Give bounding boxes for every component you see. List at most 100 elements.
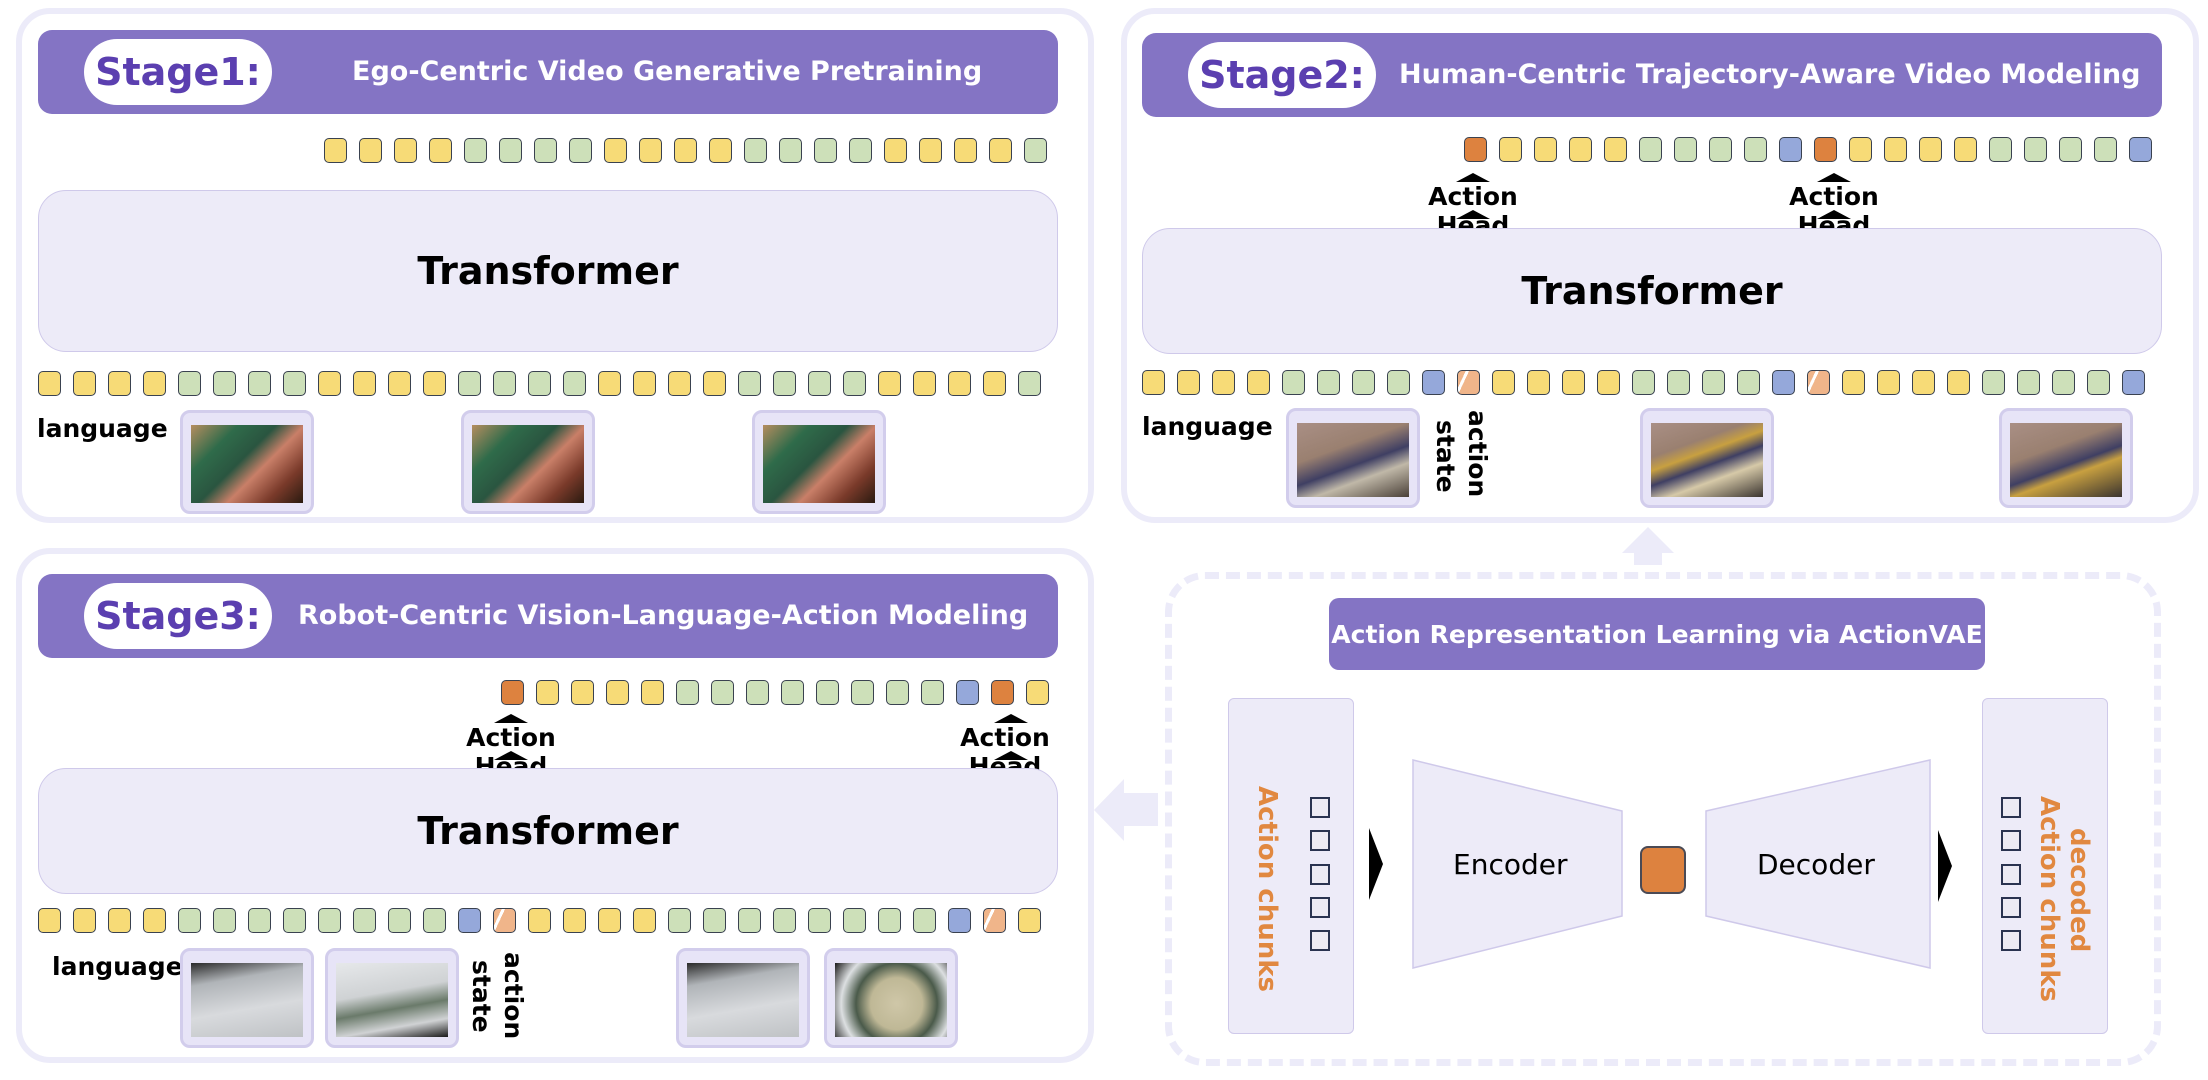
video-token-green — [816, 680, 839, 705]
stage3-state-label: state — [467, 960, 496, 1033]
video-token-green — [913, 908, 936, 933]
video-token-yellow — [571, 680, 594, 705]
action-chunk-square-icon — [1310, 930, 1330, 951]
action-output-token — [1464, 137, 1487, 162]
action-query-token — [983, 908, 1006, 933]
video-token-green — [711, 680, 734, 705]
video-token-yellow — [668, 371, 691, 396]
video-token-yellow — [73, 908, 96, 933]
state-token — [1779, 137, 1802, 162]
video-token-green — [1352, 370, 1375, 395]
video-token-yellow — [983, 371, 1006, 396]
video-token-green — [2059, 137, 2082, 162]
video-token-green — [528, 371, 551, 396]
video-token-yellow — [1142, 370, 1165, 395]
ego-hands-image — [191, 425, 303, 503]
arrow-up-icon — [1456, 173, 1490, 182]
video-token-green — [843, 371, 866, 396]
video-token-green — [1317, 370, 1340, 395]
video-token-green — [921, 680, 944, 705]
stage3-frame-1 — [180, 948, 314, 1048]
video-token-yellow — [1884, 137, 1907, 162]
stage2-state-label: state — [1431, 420, 1460, 493]
video-token-yellow — [388, 371, 411, 396]
video-token-yellow — [1842, 370, 1865, 395]
stage2-input-tokens — [1142, 370, 2145, 395]
video-token-green — [1702, 370, 1725, 395]
video-token-green — [213, 908, 236, 933]
video-token-green — [2094, 137, 2117, 162]
video-token-green — [353, 908, 376, 933]
video-token-green — [808, 371, 831, 396]
state-token — [2122, 370, 2145, 395]
video-token-yellow — [709, 138, 732, 163]
ego-hands-image — [763, 425, 875, 503]
video-token-green — [1639, 137, 1662, 162]
latent-token — [1640, 846, 1686, 894]
stage3-header: Stage3: Robot-Centric Vision-Language-Ac… — [38, 574, 1058, 658]
encoder-label: Encoder — [1453, 848, 1568, 881]
action-chunk-square-icon — [1310, 797, 1330, 818]
decoded-chunk-square-icon — [2001, 830, 2021, 851]
stage3-frame-3 — [676, 948, 810, 1048]
video-token-yellow — [913, 371, 936, 396]
video-token-yellow — [606, 680, 629, 705]
actionvae-panel — [1165, 572, 2161, 1066]
stage1-input-tokens — [38, 371, 1041, 396]
stage1-pill: Stage1: — [84, 39, 272, 105]
decoded-label: decoded — [2064, 828, 2094, 953]
video-token-green — [878, 908, 901, 933]
video-token-yellow — [324, 138, 347, 163]
video-token-green — [464, 138, 487, 163]
action-output-token — [501, 680, 524, 705]
stage2-output-tokens — [1464, 137, 2152, 162]
arrow-up-icon — [494, 714, 528, 723]
stage2-pill: Stage2: — [1188, 42, 1376, 108]
video-token-yellow — [359, 138, 382, 163]
video-token-yellow — [1026, 680, 1049, 705]
human-drawing-image — [2010, 423, 2122, 497]
video-token-yellow — [633, 371, 656, 396]
decoded-action-chunks-column — [1982, 698, 2108, 1034]
video-token-green — [1018, 371, 1041, 396]
video-token-yellow — [1212, 370, 1235, 395]
stage3-pill: Stage3: — [84, 583, 272, 649]
video-token-yellow — [919, 138, 942, 163]
arrow-right-icon — [1369, 828, 1383, 900]
video-token-yellow — [353, 371, 376, 396]
arrow-up-icon — [494, 751, 528, 760]
arrow-up-icon — [1456, 210, 1490, 219]
action-output-token — [1814, 137, 1837, 162]
video-token-green — [738, 371, 761, 396]
video-token-green — [668, 908, 691, 933]
video-token-green — [703, 908, 726, 933]
video-token-green — [779, 138, 802, 163]
video-token-green — [563, 371, 586, 396]
video-token-yellow — [878, 371, 901, 396]
arrow-up-icon — [994, 751, 1028, 760]
video-token-green — [283, 371, 306, 396]
video-token-yellow — [1912, 370, 1935, 395]
action-query-token — [493, 908, 516, 933]
video-token-yellow — [1562, 370, 1585, 395]
human-drawing-image — [1297, 423, 1409, 497]
video-token-green — [676, 680, 699, 705]
video-token-yellow — [318, 371, 341, 396]
stage1-frame-2 — [461, 410, 595, 514]
video-token-green — [744, 138, 767, 163]
video-token-green — [738, 908, 761, 933]
arrow-left-to-stage3-icon — [1094, 779, 1158, 841]
stage1-title: Ego-Centric Video Generative Pretraining — [352, 56, 983, 87]
video-token-yellow — [143, 908, 166, 933]
video-token-green — [213, 371, 236, 396]
action-query-token — [1457, 370, 1480, 395]
ego-hands-image — [472, 425, 584, 503]
video-token-green — [781, 680, 804, 705]
video-token-yellow — [394, 138, 417, 163]
video-token-green — [1709, 137, 1732, 162]
video-token-green — [2052, 370, 2075, 395]
video-token-yellow — [703, 371, 726, 396]
video-token-yellow — [1947, 370, 1970, 395]
video-token-green — [388, 908, 411, 933]
action-chunk-square-icon — [1310, 830, 1330, 851]
